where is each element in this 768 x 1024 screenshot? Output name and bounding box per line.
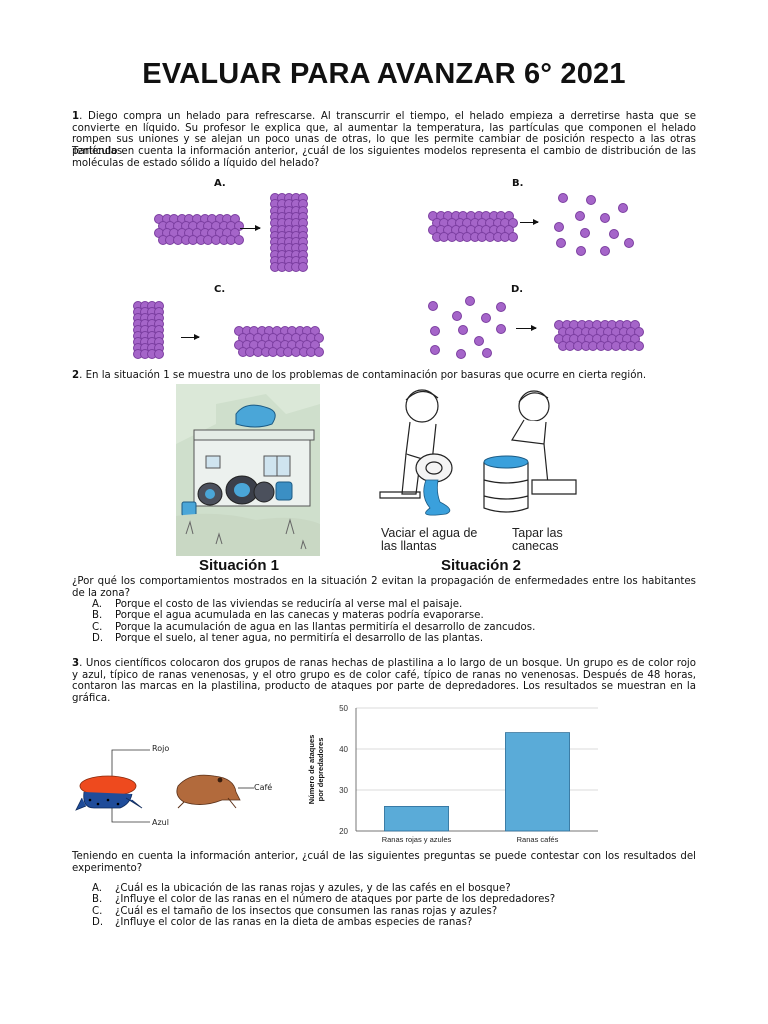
q3-option-a[interactable]: A.¿Cuál es la ubicación de las ranas roj… [92, 883, 511, 894]
y-tick-label: 40 [339, 745, 348, 754]
frogs-illustration [75, 749, 254, 823]
y-tick-label: 30 [339, 786, 348, 795]
particle [458, 325, 468, 335]
chart-x-ticks: Ranas rojas y azules Ranas cafés [382, 835, 559, 844]
situation-2-illustration [379, 389, 577, 516]
bar [384, 806, 449, 832]
chart-y-ticks: 20 30 40 50 [339, 704, 348, 836]
particle [298, 262, 308, 273]
particle [496, 324, 506, 334]
q1-question: Teniendo en cuenta la información anteri… [72, 146, 696, 169]
model-b-label: B. [512, 178, 524, 189]
arrow-icon [520, 219, 539, 225]
arrow-icon [181, 334, 200, 340]
particle [456, 349, 466, 359]
q3-options: A.¿Cuál es la ubicación de las ranas roj… [72, 883, 696, 928]
y-label-line: por depredadores [316, 738, 325, 802]
bar [505, 732, 570, 832]
label-brown: Café [254, 783, 273, 792]
q3-option-d[interactable]: D.¿Influye el color de las ranas en la d… [92, 916, 473, 928]
situation-2-label: Situación 2 [441, 557, 522, 574]
situation-1-label: Situación 1 [199, 557, 280, 574]
particle [481, 313, 491, 323]
particle [507, 232, 518, 242]
particle [465, 296, 475, 306]
particle [618, 203, 628, 213]
y-label-line: Número de ataques [307, 735, 316, 805]
particle [233, 235, 244, 245]
q2-question: ¿Por qué los comportamientos mostrados e… [72, 576, 696, 599]
particle [624, 238, 634, 248]
particle [428, 301, 438, 311]
q2-option-b[interactable]: B.Porque el agua acumulada en las caneca… [92, 610, 484, 622]
arrow-icon [516, 325, 537, 331]
particle [554, 222, 564, 232]
particle [575, 211, 585, 221]
particle [600, 213, 610, 223]
model-a-label: A. [214, 178, 226, 189]
label-red: Rojo [152, 744, 170, 753]
particle [580, 228, 590, 238]
q3-option-c[interactable]: C.¿Cuál es el tamaño de los insectos que… [92, 905, 498, 917]
chart-y-label: Número de ataquespor depredadores [307, 735, 325, 805]
x-tick-label: Ranas cafés [517, 835, 559, 844]
particle [496, 302, 506, 312]
particle [586, 195, 596, 205]
attacks-bar-chart: 20 30 40 50 Ranas rojas y azules Ranas cafés… [307, 704, 598, 844]
particle [474, 336, 484, 346]
particle [576, 246, 586, 256]
label-blue: Azul [152, 818, 169, 827]
q1-text: 1. Diego compra un helado para refrescar… [72, 111, 696, 157]
particle [482, 348, 492, 358]
particle [154, 349, 164, 359]
caption-cover-barrels: Tapar las canecas [512, 526, 563, 553]
model-d-label: D. [511, 284, 524, 295]
particle-models [0, 0, 768, 370]
particle [609, 229, 619, 239]
q3-number: 3 [72, 658, 80, 669]
q2-options: A.Porque el costo de las viviendas se re… [72, 599, 696, 644]
particle [558, 193, 568, 203]
y-tick-label: 50 [339, 704, 348, 713]
chart-bars [384, 732, 570, 832]
q3-text: 3. Unos científicos colocaron dos grupos… [72, 658, 696, 704]
q1-number: 1 [72, 111, 80, 122]
particle [452, 311, 462, 321]
q2-option-d[interactable]: D.Porque el suelo, al tener agua, no per… [92, 632, 484, 644]
q2-text: 2. En la situación 1 se muestra uno de l… [72, 370, 647, 381]
particle [430, 326, 440, 336]
particle [430, 345, 440, 355]
q3-option-b[interactable]: B.¿Influye el color de las ranas en el n… [92, 894, 556, 906]
arrow-icon [240, 225, 261, 231]
page-title: EVALUAR PARA AVANZAR 6° 2021 [142, 58, 626, 90]
caption-empty-tires: Vaciar el agua de las llantas [381, 526, 478, 553]
particle [556, 238, 566, 248]
q2-number: 2 [72, 370, 80, 381]
particle [313, 347, 324, 357]
q2-option-c[interactable]: C.Porque la acumulación de agua en las l… [92, 621, 536, 633]
situation-1-illustration [176, 384, 320, 556]
y-tick-label: 20 [339, 827, 348, 836]
q2-option-a[interactable]: A.Porque el costo de las viviendas se re… [92, 599, 463, 610]
particle [600, 246, 610, 256]
x-tick-label: Ranas rojas y azules [382, 835, 452, 844]
q3-question: Teniendo en cuenta la información anteri… [72, 851, 696, 874]
particle [633, 341, 644, 351]
model-c-label: C. [214, 284, 226, 295]
